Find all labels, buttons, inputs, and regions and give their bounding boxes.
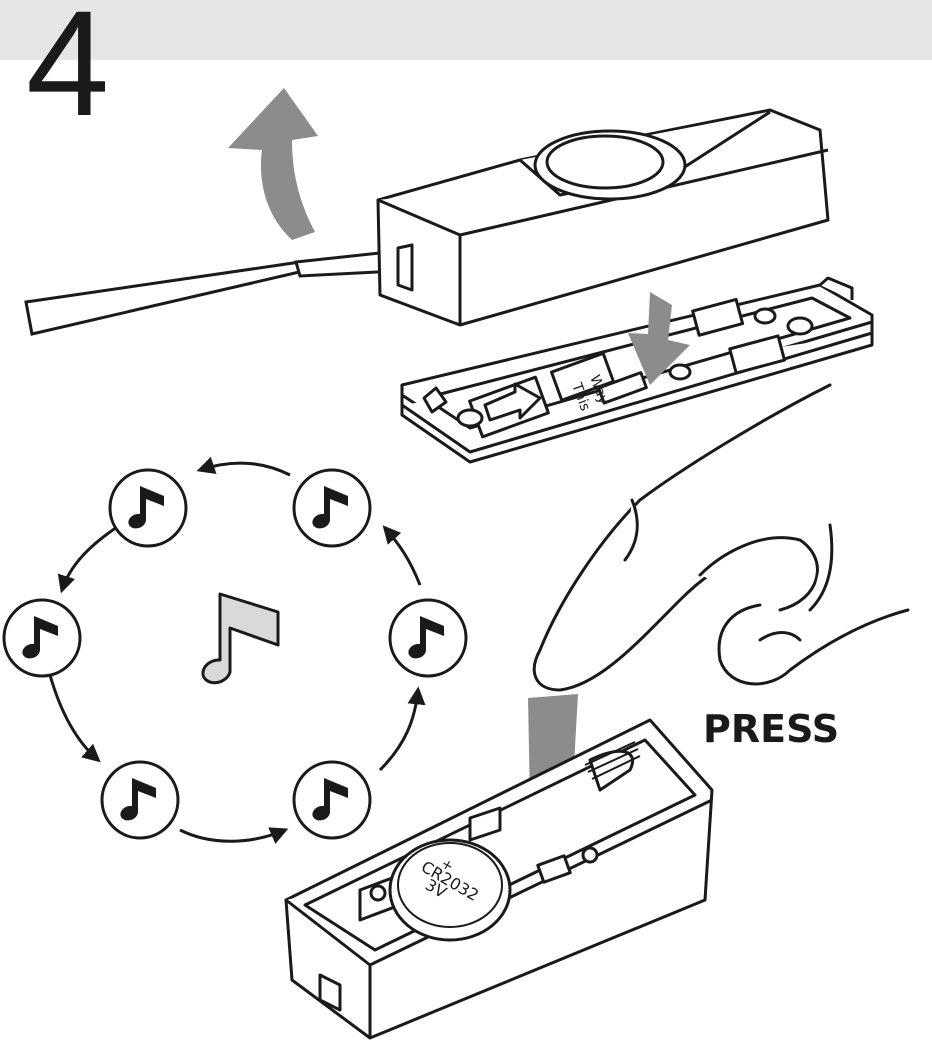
music-note-icon [4, 600, 80, 676]
music-note-icon [294, 470, 370, 546]
music-note-icon [294, 762, 370, 838]
music-note-icon [203, 594, 278, 683]
music-note-icon [102, 762, 178, 838]
transmitter-cover-icon [378, 110, 828, 325]
music-note-icon [110, 470, 186, 546]
music-note-icon [390, 600, 466, 676]
battery-icon: + CR2032 3V [390, 840, 510, 940]
lift-arrow-icon [228, 88, 318, 240]
screwdriver-icon [26, 250, 416, 334]
hand-icon [534, 385, 908, 690]
tune-cycle [4, 463, 466, 841]
press-label: PRESS [703, 707, 839, 751]
